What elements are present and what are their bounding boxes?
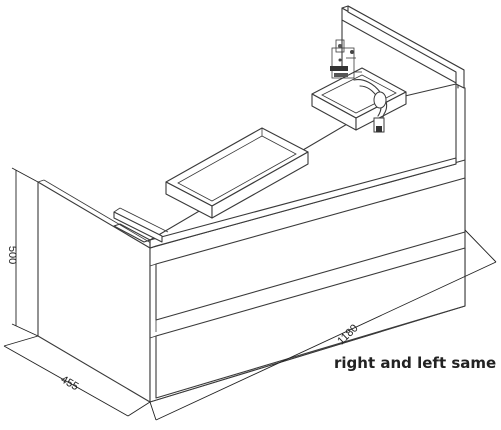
upper-drawer-front [149, 177, 466, 332]
right-inner-tray [311, 67, 407, 131]
left-side-panel [37, 179, 157, 403]
lower-drawer-front [149, 247, 466, 403]
middle-inner-tray [165, 127, 309, 219]
siphon-fitting [330, 39, 388, 133]
height-dimension: 500 [6, 167, 39, 337]
depth-dimension-label: 455 [59, 374, 81, 394]
back-panel [341, 5, 465, 89]
left-inner-tray [113, 207, 169, 243]
note-text: right and left same [334, 354, 497, 372]
height-dimension-label: 500 [6, 246, 18, 264]
